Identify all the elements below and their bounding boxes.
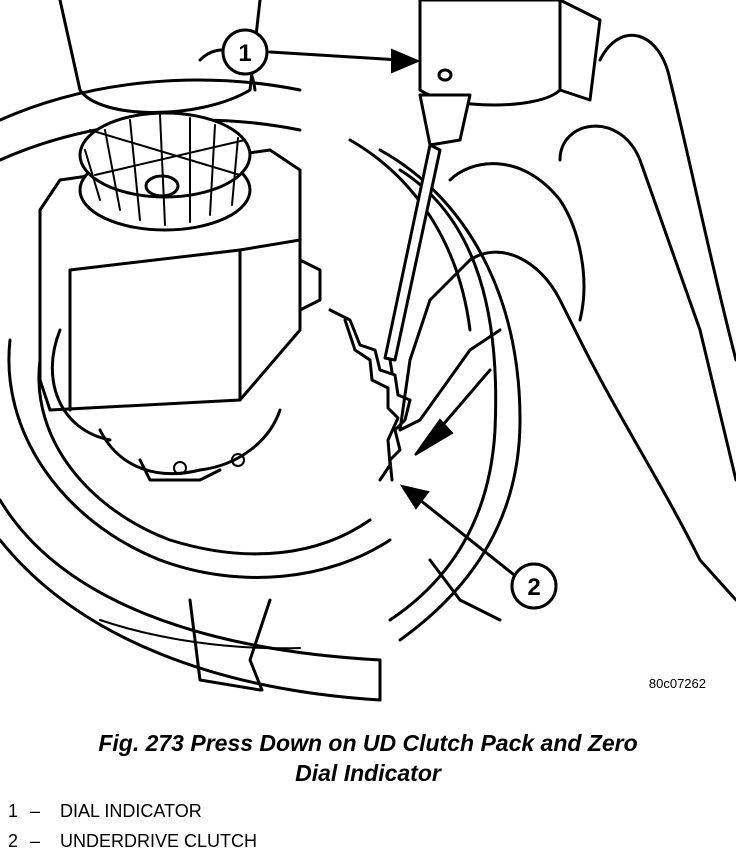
legend-item-2-dash: – <box>30 831 41 851</box>
dial-indicator <box>383 0 602 374</box>
callout-1-leader <box>268 48 421 74</box>
clutch-diagram-illustration: 1 2 <box>0 0 736 702</box>
technician-hand <box>58 0 736 602</box>
legend-item-2: 2–UNDERDRIVE CLUTCH <box>8 826 257 856</box>
knurled-knob <box>78 111 252 232</box>
snap-ring <box>50 328 282 482</box>
transaxle-housing <box>0 78 522 702</box>
legend-item-1: 1–DIAL INDICATOR <box>8 796 257 826</box>
callout-1-marker: 1 <box>221 28 269 76</box>
legend-item-1-dash: – <box>30 801 41 821</box>
caption-line-2: Dial Indicator <box>295 760 441 786</box>
caption-line-1: Fig. 273 Press Down on UD Clutch Pack an… <box>98 730 638 756</box>
callout-2-number: 2 <box>527 574 540 601</box>
legend-item-1-label: DIAL INDICATOR <box>60 801 202 821</box>
press-direction-arrow <box>414 368 492 456</box>
legend-item-2-label: UNDERDRIVE CLUTCH <box>60 831 258 851</box>
callout-2-marker: 2 <box>510 562 558 610</box>
image-id-label: 80c07262 <box>648 676 706 691</box>
callout-2-leader <box>399 484 520 580</box>
legend-item-1-number: 1 <box>8 801 19 821</box>
figure-caption: Fig. 273 Press Down on UD Clutch Pack an… <box>0 728 736 788</box>
underdrive-clutch-pack <box>328 308 412 482</box>
legend-item-2-number: 2 <box>8 831 19 851</box>
callout-legend: 1–DIAL INDICATOR 2–UNDERDRIVE CLUTCH <box>8 796 257 856</box>
callout-1-number: 1 <box>238 40 251 67</box>
